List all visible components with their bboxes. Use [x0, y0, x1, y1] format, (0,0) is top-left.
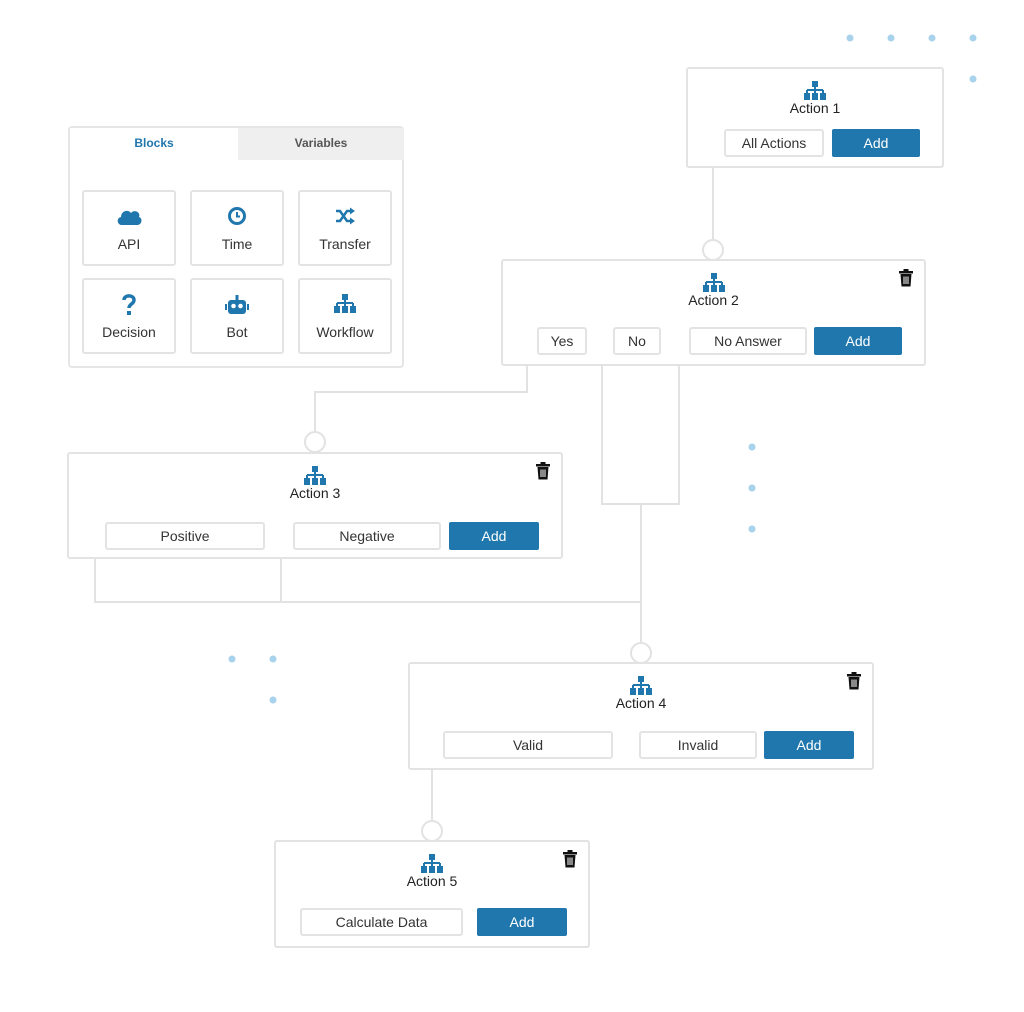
tab-variables[interactable]: Variables — [238, 128, 404, 160]
option-all-actions[interactable]: All Actions — [724, 129, 824, 157]
action-node-3[interactable]: Action 3 Positive Negative Add — [67, 452, 563, 559]
question-icon — [122, 294, 136, 315]
node-title: Action 1 — [789, 100, 841, 116]
block-tile-label: Decision — [102, 324, 156, 340]
block-tile-workflow[interactable]: Workflow — [298, 278, 392, 354]
action-node-5[interactable]: Action 5 Calculate Data Add — [274, 840, 590, 948]
workflow-icon — [334, 294, 356, 313]
block-tile-label: Transfer — [319, 236, 371, 252]
block-tile-label: Time — [221, 236, 253, 252]
trash-icon[interactable] — [562, 850, 578, 868]
robot-icon — [225, 295, 249, 314]
block-tile-label: API — [117, 236, 141, 252]
option-yes[interactable]: Yes — [537, 327, 587, 355]
clock-icon — [228, 207, 246, 225]
option-invalid[interactable]: Invalid — [639, 731, 757, 759]
action-node-4[interactable]: Action 4 Valid Invalid Add — [408, 662, 874, 770]
block-tile-label: Workflow — [316, 324, 374, 340]
option-negative[interactable]: Negative — [293, 522, 441, 550]
workflow-icon — [804, 81, 826, 100]
option-no-answer[interactable]: No Answer — [689, 327, 807, 355]
trash-icon[interactable] — [898, 269, 914, 287]
block-tile-decision[interactable]: Decision — [82, 278, 176, 354]
action-node-2[interactable]: Action 2 Yes No No Answer Add — [501, 259, 926, 366]
blocks-panel: Blocks Variables API Time Transfer Decis… — [68, 126, 404, 368]
option-valid[interactable]: Valid — [443, 731, 613, 759]
add-button[interactable]: Add — [477, 908, 567, 936]
workflow-icon — [421, 854, 443, 873]
add-button[interactable]: Add — [764, 731, 854, 759]
workflow-icon — [304, 466, 326, 485]
cloud-icon — [117, 210, 142, 225]
block-tile-bot[interactable]: Bot — [190, 278, 284, 354]
option-positive[interactable]: Positive — [105, 522, 265, 550]
trash-icon[interactable] — [535, 462, 551, 480]
option-calculate-data[interactable]: Calculate Data — [300, 908, 463, 936]
block-tile-label: Bot — [226, 324, 248, 340]
add-button[interactable]: Add — [814, 327, 902, 355]
node-title: Action 2 — [688, 292, 739, 308]
tab-blocks[interactable]: Blocks — [70, 128, 238, 160]
add-button[interactable]: Add — [832, 129, 920, 157]
block-tile-api[interactable]: API — [82, 190, 176, 266]
node-title: Action 4 — [615, 695, 667, 711]
shuffle-icon — [336, 207, 355, 225]
trash-icon[interactable] — [846, 672, 862, 690]
block-tile-time[interactable]: Time — [190, 190, 284, 266]
workflow-icon — [702, 273, 725, 292]
workflow-icon — [630, 676, 652, 695]
node-title: Action 5 — [406, 873, 458, 889]
option-no[interactable]: No — [613, 327, 661, 355]
add-button[interactable]: Add — [449, 522, 539, 550]
block-tile-transfer[interactable]: Transfer — [298, 190, 392, 266]
node-title: Action 3 — [289, 485, 341, 501]
action-node-1[interactable]: Action 1 All Actions Add — [686, 67, 944, 168]
